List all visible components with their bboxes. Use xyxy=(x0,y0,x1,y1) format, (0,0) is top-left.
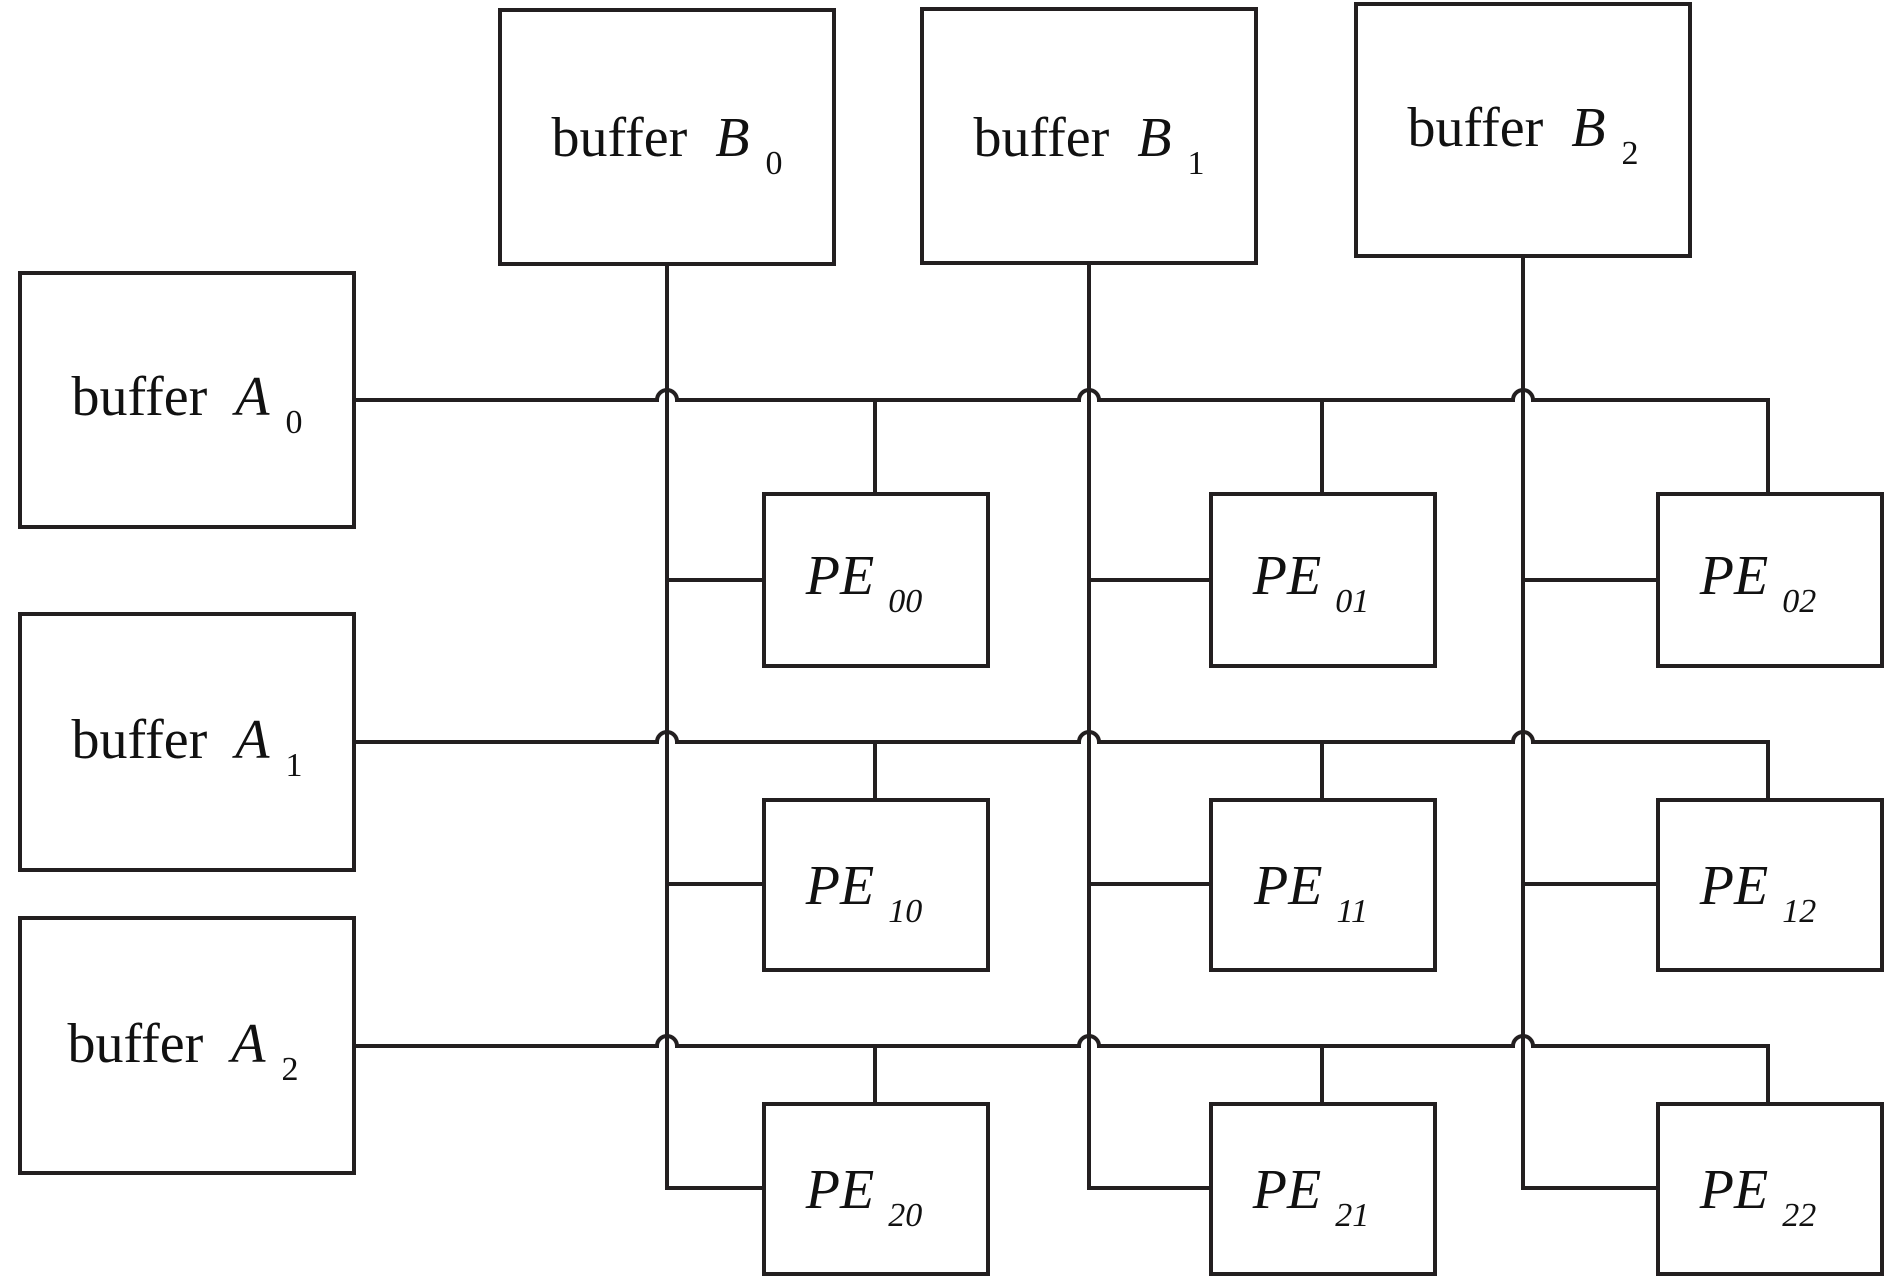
pe-10-name: PE xyxy=(805,855,874,917)
buffer-b0-var: B xyxy=(715,107,749,169)
pe-01-index: 01 xyxy=(1335,583,1369,620)
buffer-b1: buffer B 1 xyxy=(920,7,1258,265)
pe-21-name: PE xyxy=(1252,1159,1321,1221)
svg-text:PE 01: PE 01 xyxy=(1252,545,1369,620)
pe-21-index: 21 xyxy=(1335,1197,1369,1234)
buffer-b1-index: 1 xyxy=(1188,145,1205,182)
buffer-b0: buffer B 0 xyxy=(498,8,836,266)
pe-11: PE 11 xyxy=(1209,798,1437,972)
svg-text:PE 21: PE 21 xyxy=(1252,1159,1369,1234)
svg-text:buffer A 2: buffer A 2 xyxy=(67,1013,298,1088)
buffer-a1-word: buffer xyxy=(71,709,207,771)
pe-20-name: PE xyxy=(805,1159,874,1221)
buffer-b2-word: buffer xyxy=(1407,97,1543,159)
buffer-a0-var: A xyxy=(231,366,270,428)
svg-text:buffer B 2: buffer B 2 xyxy=(1407,97,1638,172)
column-bus-1 xyxy=(1087,263,1211,1190)
svg-text:PE 10: PE 10 xyxy=(805,855,922,930)
buffer-a2-var: A xyxy=(227,1013,266,1075)
buffer-b1-word: buffer xyxy=(973,107,1109,169)
row-bus-2 xyxy=(354,1034,1770,1104)
pe-21: PE 21 xyxy=(1209,1102,1437,1276)
buffer-a2: buffer A 2 xyxy=(18,916,356,1175)
pe-22-name: PE xyxy=(1699,1159,1768,1221)
pe-02: PE 02 xyxy=(1656,492,1884,668)
buffer-a1-var: A xyxy=(231,709,270,771)
pe-02-name: PE xyxy=(1699,545,1768,607)
buffer-b0-index: 0 xyxy=(766,145,783,182)
svg-text:PE 20: PE 20 xyxy=(805,1159,922,1234)
buffer-a0: buffer A 0 xyxy=(18,271,356,529)
svg-text:buffer B 1: buffer B 1 xyxy=(973,107,1204,182)
buffer-a2-word: buffer xyxy=(67,1013,203,1075)
column-bus-2 xyxy=(1521,256,1658,1190)
buffer-b1-var: B xyxy=(1137,107,1171,169)
buffer-b2-var: B xyxy=(1571,97,1605,159)
pe-01: PE 01 xyxy=(1209,492,1437,668)
pe-02-index: 02 xyxy=(1782,583,1816,620)
svg-text:PE 11: PE 11 xyxy=(1253,855,1368,930)
svg-text:buffer A 0: buffer A 0 xyxy=(71,366,302,441)
buffer-b0-word: buffer xyxy=(551,107,687,169)
pe-12-index: 12 xyxy=(1782,893,1816,930)
buffer-a0-index: 0 xyxy=(286,404,303,441)
svg-text:PE 02: PE 02 xyxy=(1699,545,1816,620)
buffer-b2-index: 2 xyxy=(1622,135,1639,172)
pe-11-name: PE xyxy=(1253,855,1322,917)
pe-12: PE 12 xyxy=(1656,798,1884,972)
svg-text:PE 12: PE 12 xyxy=(1699,855,1816,930)
svg-text:buffer B 0: buffer B 0 xyxy=(551,107,782,182)
row-bus-0 xyxy=(354,388,1770,494)
pe-11-index: 11 xyxy=(1336,893,1367,930)
row-bus-1 xyxy=(354,730,1770,800)
pe-20-index: 20 xyxy=(888,1197,922,1234)
svg-text:PE 00: PE 00 xyxy=(805,545,922,620)
pe-12-name: PE xyxy=(1699,855,1768,917)
svg-text:PE 22: PE 22 xyxy=(1699,1159,1816,1234)
pe-22-index: 22 xyxy=(1782,1197,1816,1234)
buffer-b2: buffer B 2 xyxy=(1354,2,1692,258)
buffer-a1: buffer A 1 xyxy=(18,612,356,872)
pe-10-index: 10 xyxy=(888,893,922,930)
pe-10: PE 10 xyxy=(762,798,990,972)
svg-text:buffer A 1: buffer A 1 xyxy=(71,709,302,784)
buffer-a1-index: 1 xyxy=(286,747,303,784)
pe-00-index: 00 xyxy=(888,583,922,620)
pe-00: PE 00 xyxy=(762,492,990,668)
pe-00-name: PE xyxy=(805,545,874,607)
buffer-a0-word: buffer xyxy=(71,366,207,428)
column-bus-0 xyxy=(665,264,764,1190)
pe-22: PE 22 xyxy=(1656,1102,1884,1276)
buffer-a2-index: 2 xyxy=(282,1051,299,1088)
pe-20: PE 20 xyxy=(762,1102,990,1276)
pe-01-name: PE xyxy=(1252,545,1321,607)
